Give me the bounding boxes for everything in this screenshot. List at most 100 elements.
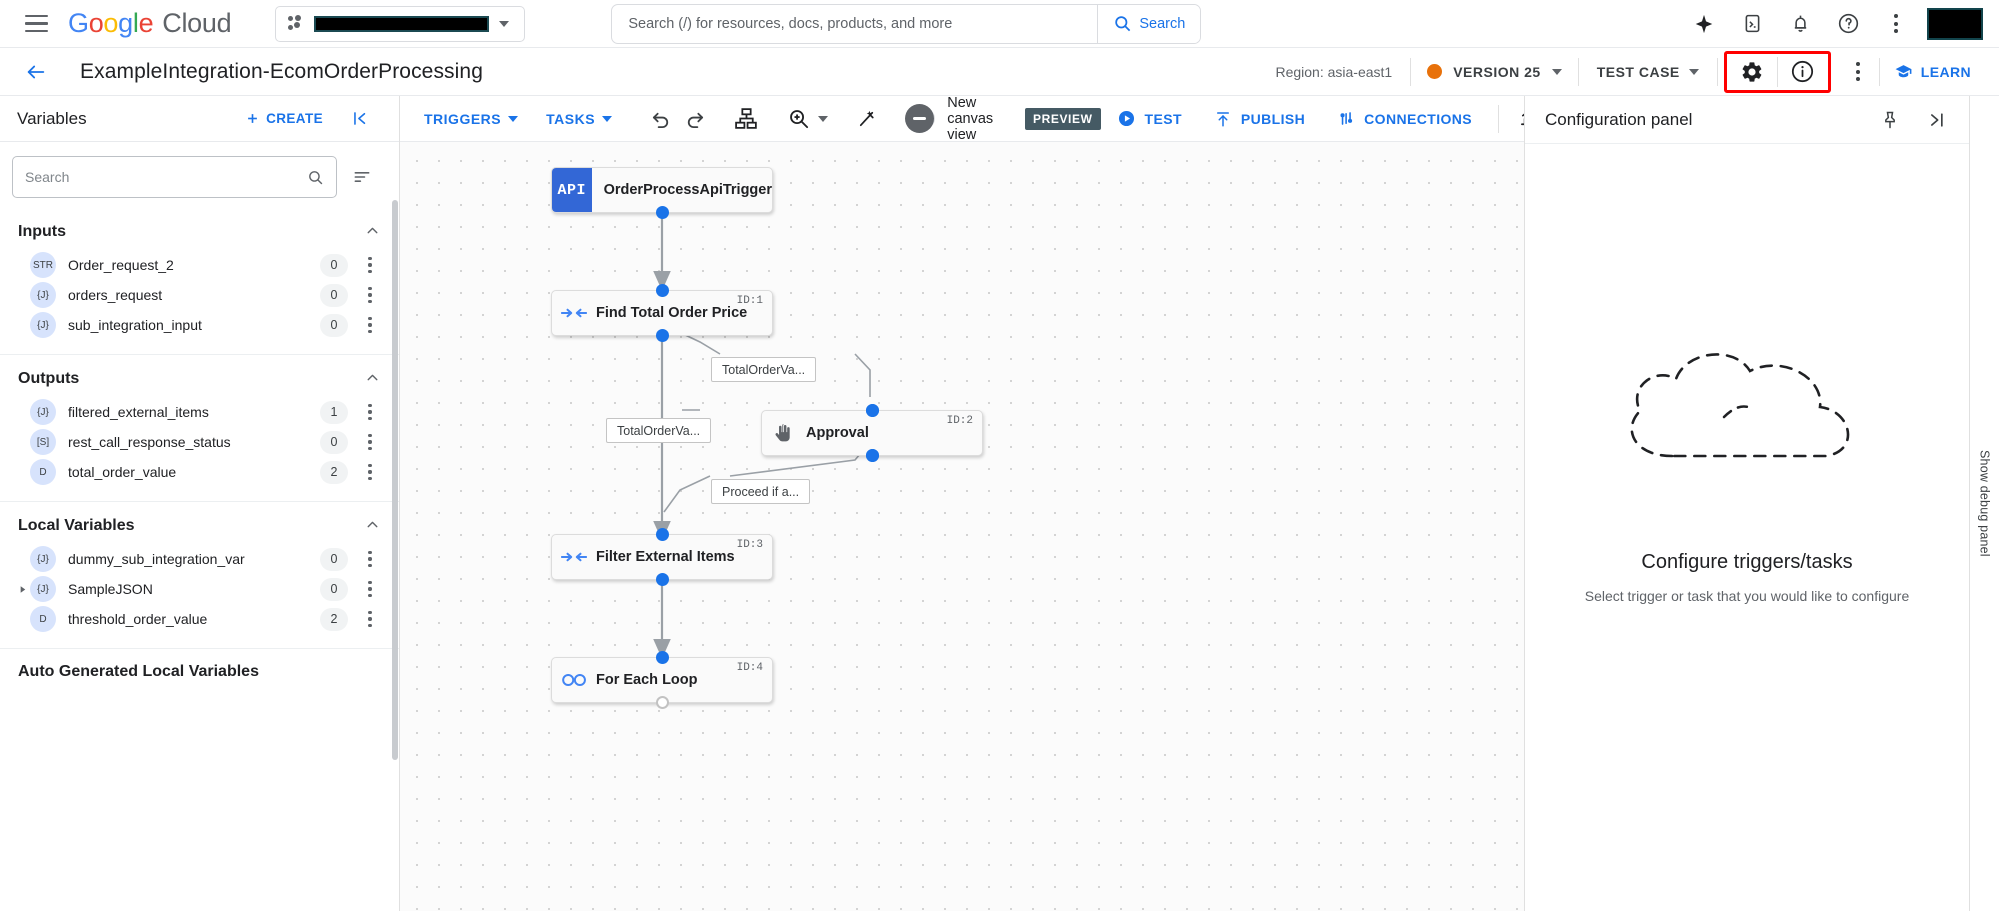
edge-label[interactable]: TotalOrderVa... bbox=[711, 357, 817, 382]
variable-name: dummy_sub_integration_var bbox=[68, 551, 245, 567]
tasks-menu[interactable]: TASKS bbox=[532, 111, 626, 127]
toggle-knob[interactable] bbox=[905, 104, 935, 133]
back-arrow-icon[interactable] bbox=[14, 50, 58, 94]
variable-name: SampleJSON bbox=[68, 581, 153, 597]
zoom-control[interactable] bbox=[787, 107, 829, 130]
chevron-up-icon[interactable] bbox=[364, 222, 381, 242]
region-label: Region: asia-east1 bbox=[1275, 63, 1393, 80]
node-input-port[interactable] bbox=[866, 404, 879, 417]
test-case-selector[interactable]: TEST CASE bbox=[1579, 64, 1717, 80]
node-output-port[interactable] bbox=[655, 206, 669, 219]
magic-wand-icon[interactable] bbox=[856, 98, 879, 140]
variable-more-icon[interactable] bbox=[359, 463, 381, 481]
show-debug-panel-rail[interactable]: Show debug panel bbox=[1969, 96, 1999, 911]
expand-right-icon[interactable] bbox=[1915, 99, 1957, 141]
help-question-icon[interactable] bbox=[1827, 3, 1869, 45]
pin-icon[interactable] bbox=[1869, 99, 1911, 141]
node-input-port[interactable] bbox=[655, 528, 669, 541]
variable-more-icon[interactable] bbox=[359, 403, 381, 421]
node-input-port[interactable] bbox=[655, 651, 669, 664]
global-search-box[interactable]: Search bbox=[611, 3, 1202, 44]
search-button[interactable]: Search bbox=[1097, 4, 1201, 43]
chevron-up-icon[interactable] bbox=[364, 516, 381, 536]
variable-usage-count: 0 bbox=[320, 253, 348, 277]
logo-letter-l: l bbox=[132, 8, 139, 38]
variable-type-badge: {J} bbox=[30, 576, 56, 602]
variables-search-field[interactable] bbox=[12, 156, 337, 198]
section-header-local-variables[interactable]: Local Variables bbox=[0, 502, 399, 544]
section-header-outputs[interactable]: Outputs bbox=[0, 355, 399, 397]
sort-filter-icon[interactable] bbox=[345, 160, 379, 194]
variable-more-icon[interactable] bbox=[359, 286, 381, 304]
config-empty-heading: Configure triggers/tasks bbox=[1641, 551, 1853, 573]
project-name-redacted bbox=[314, 15, 490, 32]
variable-more-icon[interactable] bbox=[359, 550, 381, 568]
test-button[interactable]: TEST bbox=[1101, 109, 1198, 128]
search-input[interactable] bbox=[612, 4, 1098, 43]
node-output-port[interactable] bbox=[655, 696, 669, 709]
expand-arrow-icon[interactable] bbox=[14, 584, 30, 595]
variable-more-icon[interactable] bbox=[359, 580, 381, 598]
tasks-label: TASKS bbox=[546, 110, 596, 127]
new-canvas-view-label: New canvas view bbox=[947, 94, 994, 143]
create-variable-button[interactable]: CREATE bbox=[235, 105, 333, 132]
undo-icon[interactable] bbox=[650, 98, 673, 140]
gemini-sparkle-icon[interactable] bbox=[1683, 3, 1725, 45]
edge-label[interactable]: TotalOrderVa... bbox=[606, 418, 712, 443]
triggers-menu[interactable]: TRIGGERS bbox=[408, 111, 532, 127]
gear-icon[interactable] bbox=[1727, 54, 1777, 90]
edge-label[interactable]: Proceed if a... bbox=[711, 479, 811, 504]
variables-search-input[interactable] bbox=[25, 169, 299, 185]
more-vert-icon[interactable] bbox=[1875, 3, 1917, 45]
mapping-icon bbox=[552, 547, 596, 567]
avatar[interactable] bbox=[1927, 7, 1983, 40]
variable-more-icon[interactable] bbox=[359, 256, 381, 274]
variable-more-icon[interactable] bbox=[359, 610, 381, 628]
collapse-left-icon[interactable] bbox=[337, 105, 382, 132]
toggle-track[interactable] bbox=[905, 104, 936, 133]
node-output-port[interactable] bbox=[866, 449, 879, 462]
node-input-port[interactable] bbox=[655, 284, 669, 297]
search-icon bbox=[1115, 16, 1131, 32]
cloud-shell-icon[interactable] bbox=[1731, 3, 1773, 45]
redo-icon[interactable] bbox=[683, 98, 706, 140]
section-header-auto-generated-local-variables[interactable]: Auto Generated Local Variables bbox=[0, 649, 399, 689]
notifications-bell-icon[interactable] bbox=[1779, 3, 1821, 45]
node-label: Approval bbox=[806, 425, 869, 441]
node-output-port[interactable] bbox=[655, 573, 669, 586]
more-vert-icon[interactable] bbox=[1837, 51, 1879, 93]
auto-layout-icon[interactable] bbox=[734, 98, 759, 140]
chevron-up-icon[interactable] bbox=[364, 369, 381, 389]
project-picker[interactable] bbox=[275, 5, 526, 42]
version-selector[interactable]: VERSION 25 bbox=[1411, 64, 1577, 80]
publish-label: PUBLISH bbox=[1240, 110, 1306, 127]
hamburger-menu-icon[interactable] bbox=[14, 2, 58, 46]
variable-more-icon[interactable] bbox=[359, 316, 381, 334]
section-header-inputs[interactable]: Inputs bbox=[0, 208, 399, 250]
info-circle-icon[interactable] bbox=[1778, 54, 1828, 90]
variable-more-icon[interactable] bbox=[359, 433, 381, 451]
variable-type-badge: {J} bbox=[30, 312, 56, 338]
scrollbar-thumb[interactable] bbox=[392, 200, 398, 760]
learn-button[interactable]: LEARN bbox=[1880, 62, 1985, 81]
node-output-port[interactable] bbox=[655, 329, 669, 342]
publish-button[interactable]: PUBLISH bbox=[1198, 110, 1321, 128]
new-canvas-view-toggle[interactable]: New canvas view PREVIEW bbox=[905, 94, 1101, 143]
connections-button[interactable]: CONNECTIONS bbox=[1321, 109, 1488, 128]
